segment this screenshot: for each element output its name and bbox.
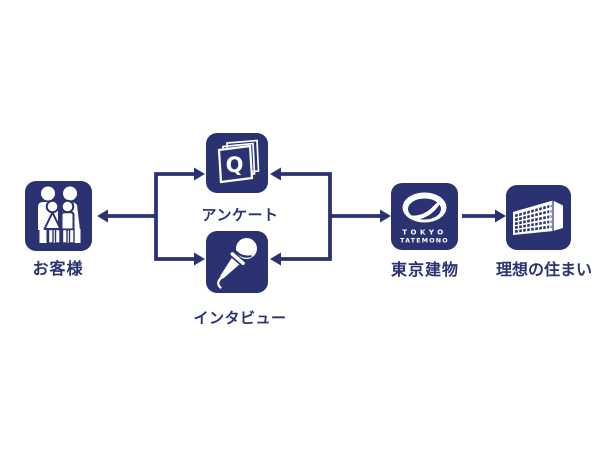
interview-label: インタビュー — [193, 309, 287, 327]
survey-label: アンケート — [201, 206, 279, 224]
customer-node — [25, 181, 92, 251]
interview-node — [206, 231, 268, 293]
arrowhead-to-interview-right — [270, 252, 281, 266]
logo-word-tokyo: TOKYO — [402, 229, 446, 237]
company-label: 東京建物 — [390, 260, 459, 279]
questionnaire-icon: Q — [217, 139, 260, 184]
arrowhead-to-home — [495, 209, 506, 223]
arrowhead-to-customer — [97, 209, 108, 223]
microphone-icon — [217, 238, 257, 289]
home-label: 理想の住まい — [495, 260, 592, 279]
company-node: TOKYO TATEMONO — [391, 183, 458, 250]
building-icon — [513, 200, 563, 235]
tokyo-tatemono-logo: TOKYO TATEMONO — [400, 192, 449, 245]
arrowhead-to-company — [380, 209, 391, 223]
questionnaire-q-letter: Q — [226, 153, 244, 177]
arrowhead-to-interview-left — [194, 252, 205, 266]
customer-label: お客様 — [32, 259, 84, 278]
logo-word-tatemono: TATEMONO — [400, 238, 449, 245]
arrowhead-to-survey-right — [270, 167, 281, 181]
home-node — [506, 185, 571, 250]
family-icon — [38, 186, 81, 244]
survey-node: Q — [206, 133, 268, 193]
arrowhead-to-survey-left — [194, 167, 205, 181]
